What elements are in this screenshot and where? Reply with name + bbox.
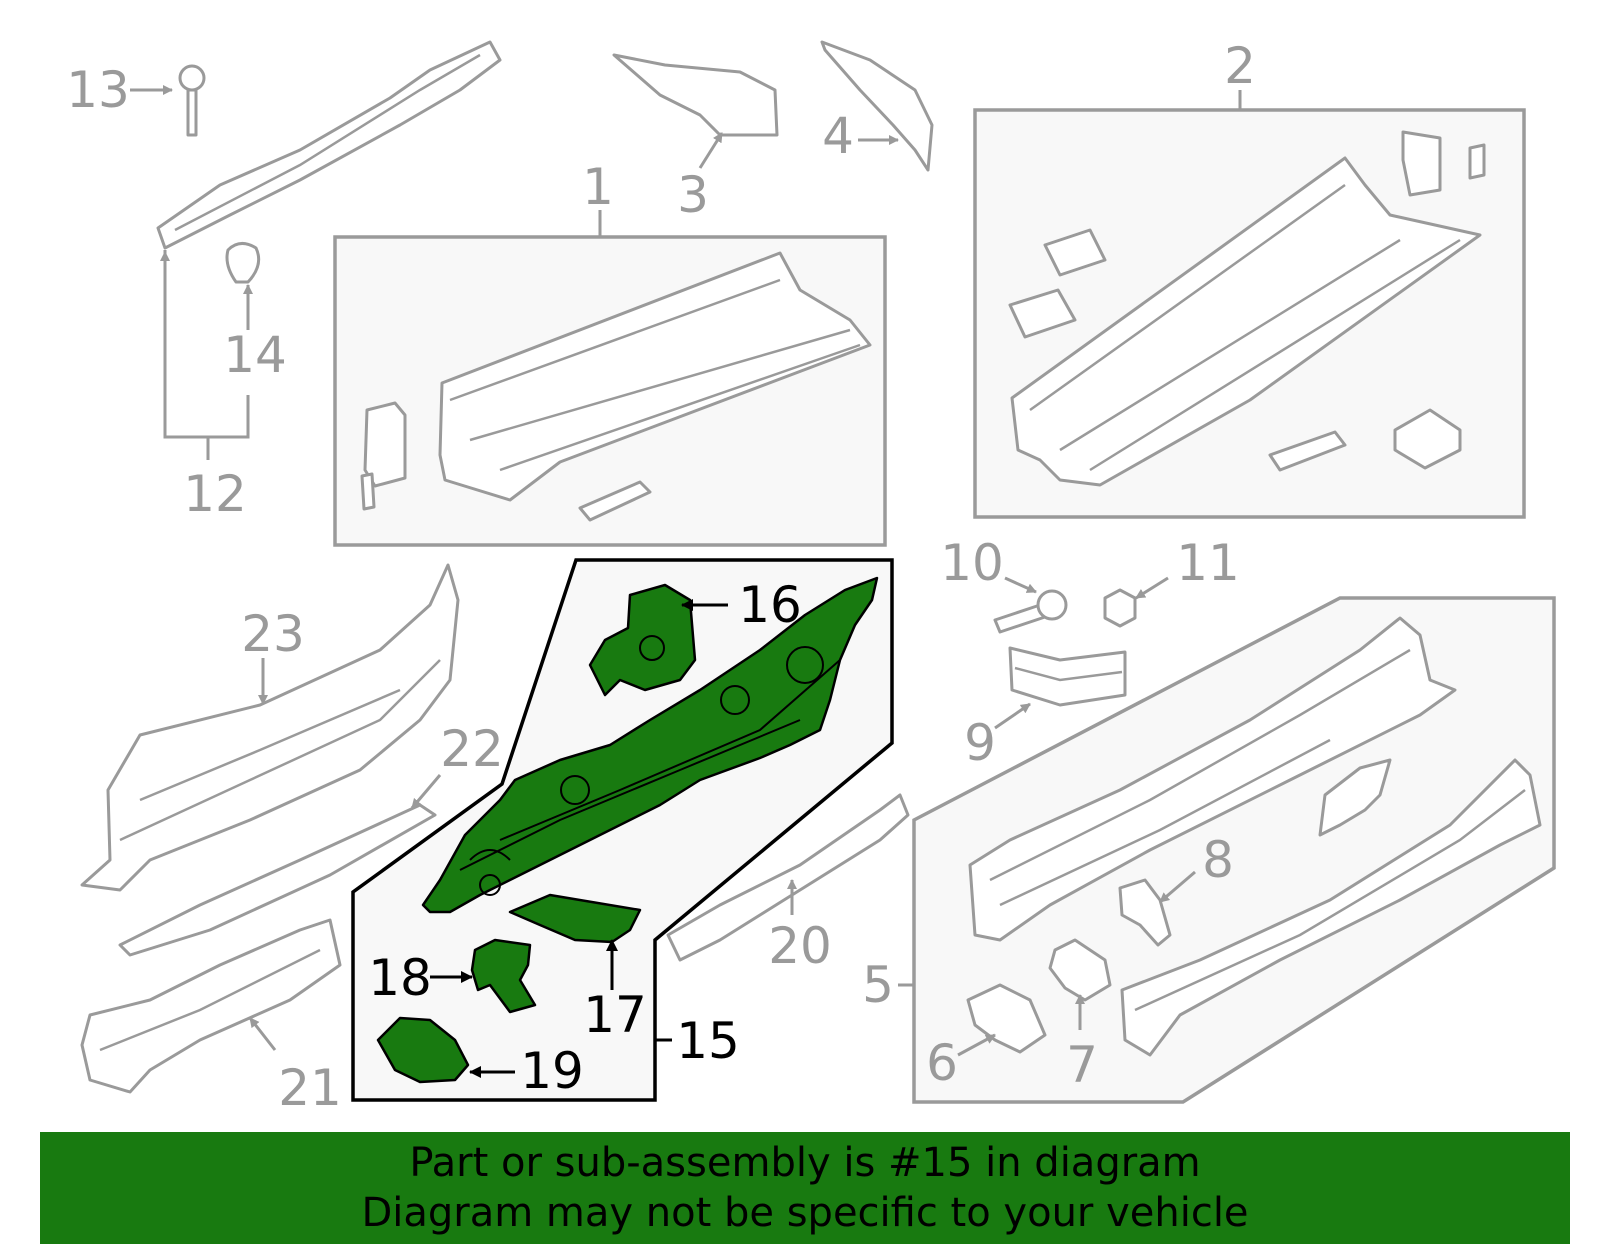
part-12-rib bbox=[174, 53, 481, 232]
part-21-panel bbox=[80, 918, 342, 1094]
part-5-lower-ribs bbox=[1134, 789, 1526, 1012]
part-1-strip bbox=[578, 480, 652, 522]
part-15-hole-a bbox=[786, 646, 824, 684]
part-22-brace bbox=[118, 803, 437, 957]
part-2-strip bbox=[1268, 430, 1347, 472]
part-6-arrow bbox=[957, 1033, 996, 1057]
part-7 bbox=[1048, 938, 1112, 1030]
callout-12: 12 bbox=[183, 465, 247, 523]
part-3 bbox=[612, 53, 779, 169]
part-21 bbox=[80, 918, 342, 1094]
callout-6: 6 bbox=[926, 1034, 958, 1092]
part-22 bbox=[118, 774, 442, 957]
part-21-rib bbox=[99, 948, 321, 1052]
part-2-cowl-top bbox=[1010, 156, 1482, 487]
part-5-lower-rail bbox=[1120, 758, 1542, 1057]
callout-18: 18 bbox=[368, 949, 432, 1007]
callout-14: 14 bbox=[223, 326, 287, 384]
part-9-rib bbox=[1014, 666, 1123, 682]
part-1-cowl-top bbox=[438, 251, 872, 502]
part-1-ribs bbox=[449, 278, 861, 472]
part-23 bbox=[80, 563, 460, 892]
part-6 bbox=[957, 983, 1047, 1057]
callout-4: 4 bbox=[822, 107, 854, 165]
part-2-block-c bbox=[1401, 130, 1442, 197]
part-15-hole-c bbox=[560, 775, 590, 805]
nut-11 bbox=[1103, 588, 1137, 628]
part-1-pad bbox=[360, 472, 376, 511]
bolt-13-shank bbox=[186, 88, 198, 137]
callout-20: 20 bbox=[768, 917, 832, 975]
callout-21: 21 bbox=[278, 1059, 342, 1117]
part-15-hole-b bbox=[720, 685, 750, 715]
callout-13: 13 bbox=[66, 61, 130, 119]
callout-2: 2 bbox=[1224, 37, 1256, 95]
part-2-block-d bbox=[1393, 408, 1462, 470]
part-23-ribs bbox=[119, 659, 441, 842]
part-7-bracket bbox=[1048, 938, 1112, 1002]
part-15-dash-panel bbox=[421, 576, 879, 914]
part-10 bbox=[993, 576, 1068, 634]
part-1-group bbox=[333, 210, 887, 547]
part-2-block-a bbox=[1043, 228, 1107, 277]
callout-5: 5 bbox=[862, 956, 894, 1014]
part-8 bbox=[1118, 870, 1196, 947]
part-15-ribs bbox=[459, 659, 841, 871]
part-12-group bbox=[130, 40, 502, 460]
part-9 bbox=[994, 646, 1127, 730]
callout-10: 10 bbox=[940, 534, 1004, 592]
part-2-pad bbox=[1468, 143, 1486, 180]
part-2-group bbox=[973, 90, 1526, 519]
part-2-block-b bbox=[1008, 288, 1077, 339]
part-15-hole-d bbox=[479, 874, 501, 896]
callout-19: 19 bbox=[520, 1042, 584, 1100]
part-5-gusset bbox=[1318, 758, 1392, 837]
bolt-10-head bbox=[1036, 589, 1068, 621]
part-19-bracket bbox=[376, 1016, 470, 1084]
callout-8: 8 bbox=[1202, 831, 1234, 889]
part-3-shape bbox=[612, 53, 779, 137]
part-15-group bbox=[351, 558, 894, 1102]
part-21-arrow bbox=[248, 1017, 277, 1051]
part-16-hole bbox=[639, 635, 665, 661]
callout-22: 22 bbox=[440, 720, 504, 778]
part-8-bracket bbox=[1118, 878, 1172, 947]
callout-16: 16 bbox=[738, 576, 802, 634]
part-23-dash-panel bbox=[80, 563, 460, 892]
part-2-ribs bbox=[1029, 183, 1461, 472]
part-4-shape bbox=[820, 40, 934, 172]
callout-1: 1 bbox=[582, 158, 614, 216]
part-11 bbox=[1103, 576, 1169, 628]
part-8-arrow bbox=[1159, 870, 1196, 904]
part-20 bbox=[666, 793, 910, 962]
part-18-bracket bbox=[470, 938, 537, 1014]
part-5-upper-rail bbox=[968, 616, 1457, 942]
part-20-brace bbox=[666, 793, 910, 962]
part-10-arrow bbox=[1004, 576, 1037, 594]
callout-23: 23 bbox=[241, 605, 305, 663]
part-4 bbox=[820, 40, 934, 172]
callout-3: 3 bbox=[677, 166, 709, 224]
part-17-plate bbox=[508, 893, 642, 944]
callout-11: 11 bbox=[1176, 534, 1240, 592]
part-3-arrow bbox=[698, 132, 724, 169]
part-9-arrow bbox=[994, 702, 1031, 730]
callout-17: 17 bbox=[583, 986, 647, 1044]
info-banner: Part or sub-assembly is #15 in diagram D… bbox=[40, 1132, 1570, 1244]
part-5-upper-ribs bbox=[989, 648, 1411, 907]
part-1-block bbox=[363, 401, 407, 488]
part-22-arrow bbox=[410, 774, 442, 809]
part-11-arrow bbox=[1135, 576, 1169, 600]
banner-line-1: Part or sub-assembly is #15 in diagram bbox=[409, 1140, 1201, 1186]
banner-line-2: Diagram may not be specific to your vehi… bbox=[361, 1190, 1249, 1236]
part-9-bracket bbox=[1008, 646, 1127, 707]
part-6-bracket bbox=[966, 983, 1047, 1054]
callout-7: 7 bbox=[1066, 1036, 1098, 1094]
callout-9: 9 bbox=[964, 714, 996, 772]
callout-15: 15 bbox=[676, 1012, 740, 1070]
bolt-13-head bbox=[178, 64, 206, 92]
plug-14 bbox=[225, 242, 261, 284]
